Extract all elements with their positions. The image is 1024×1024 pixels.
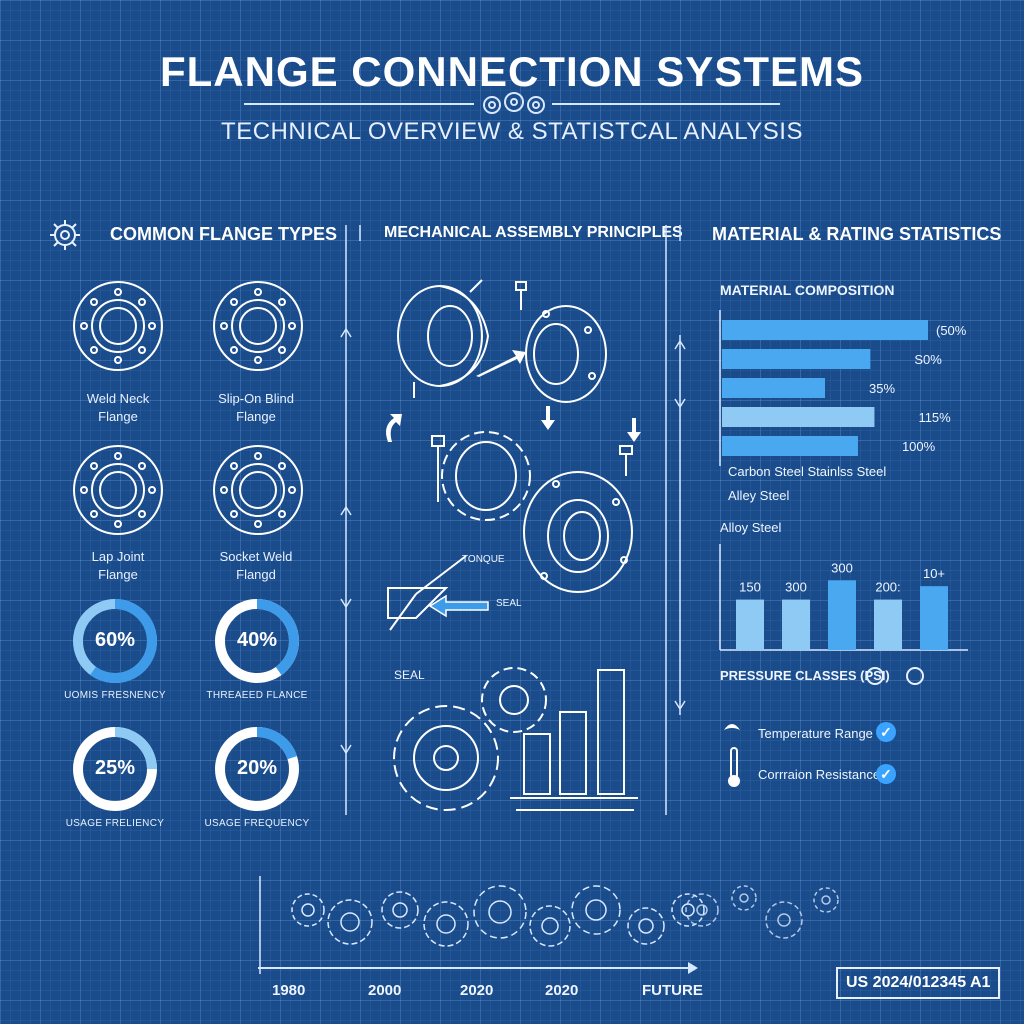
assembly-heading: MECHANICAL ASSEMBLY PRINCIPLES	[384, 224, 683, 241]
timeline-label: 2000	[368, 982, 402, 999]
title-divider-left	[244, 103, 474, 105]
lap-joint-flange-icon	[73, 445, 163, 535]
socket-weld-flange-icon	[213, 445, 303, 535]
material-legend-1: Carbon Steel Stainlss Steel	[728, 464, 887, 479]
material-bar-label: (50%	[936, 323, 967, 338]
toggle-icon	[866, 667, 884, 685]
pressure-bar	[874, 599, 902, 650]
pressure-bar	[736, 599, 764, 650]
page-subtitle: TECHNICAL OVERVIEW & STATISTCAL ANALYSIS	[221, 118, 803, 145]
gear-icon	[50, 220, 80, 250]
material-bar	[722, 407, 875, 427]
assembly-frame	[340, 225, 686, 815]
gasket-gear-icon	[441, 431, 531, 521]
flange-part-2	[525, 305, 607, 403]
material-bar	[722, 436, 858, 456]
feature-label: Temperature Range	[758, 726, 873, 741]
timeline-label: 2020	[460, 982, 494, 999]
usage-gauge-value: 60%	[94, 629, 136, 651]
timeline-label: 2020	[545, 982, 579, 999]
gears-ornament-icon	[483, 92, 545, 114]
material-bar	[722, 320, 928, 340]
pressure-caption: PRESSURE CLASSES (PSI)	[720, 668, 890, 683]
gears-icon	[393, 667, 547, 811]
usage-gauge-label: UOMIS FRESNENCY	[64, 690, 166, 701]
pressure-bar-label: 300	[785, 580, 807, 595]
title-divider-right	[552, 103, 780, 105]
check-icon: ✓	[876, 722, 896, 742]
pressure-bar-label: 150	[739, 580, 761, 595]
timeline-gears	[259, 876, 705, 974]
pressure-chart: 150 300 300 200: 10+	[719, 544, 968, 651]
flange-part-1	[397, 279, 490, 398]
thermometer-icon	[728, 747, 740, 787]
toggle-icon	[906, 667, 924, 685]
pressure-bar	[828, 580, 856, 650]
wrench-icon	[387, 555, 467, 631]
timeline-gears-right	[685, 885, 839, 939]
flange-part-3	[523, 471, 633, 593]
material-bar-label: 35%	[869, 381, 895, 396]
material-bar-label: 115%	[918, 410, 951, 425]
bar-sketch-icon	[510, 669, 638, 811]
usage-gauge-label: USAGE FREQUENCY	[204, 818, 310, 829]
material-bar-label: 100%	[902, 439, 936, 454]
bolt-icon	[431, 281, 633, 502]
timeline-arrow-icon	[688, 962, 698, 974]
patent-stamp: US 2024/012345 A1	[836, 967, 1001, 999]
assembly-illustration	[386, 279, 641, 811]
feature-label: Corrraion Resistance	[758, 767, 881, 782]
check-icon: ✓	[876, 764, 896, 784]
pressure-heading: Alloy Steel	[720, 520, 782, 535]
usage-gauge-value: 40%	[236, 629, 278, 651]
pressure-bar-label: 10+	[923, 566, 945, 581]
usage-gauge-value: 20%	[236, 757, 278, 779]
usage-gauge-value: 25%	[94, 757, 136, 779]
flange-diagrams	[73, 281, 303, 535]
page-title: FLANGE CONNECTION SYSTEMS	[159, 48, 865, 95]
timeline-label: FUTURE	[642, 982, 703, 999]
seal-label: SEAL	[394, 668, 425, 682]
usage-gauge-label: THREAEED FLANCE	[206, 690, 308, 701]
material-bar	[722, 378, 825, 398]
pressure-bar	[920, 586, 948, 650]
weld-neck-flange-icon	[73, 281, 163, 371]
torque-label: TONQUE	[462, 554, 505, 565]
material-legend-2: Alley Steel	[728, 488, 790, 503]
material-chart: (50% S0% 35% 115% 100%	[719, 310, 967, 466]
timeline-axis	[258, 967, 690, 969]
timeline-label: 1980	[272, 982, 306, 999]
pressure-bar-label: 200:	[875, 580, 900, 595]
pressure-bar-label: 300	[831, 560, 853, 575]
usage-gauge-4	[215, 727, 299, 811]
usage-gauge-2	[215, 599, 299, 683]
material-bar-label: S0%	[914, 352, 942, 367]
material-bar	[722, 349, 871, 369]
slip-on-flange-icon	[213, 281, 303, 371]
stats-heading: MATERIAL & RATING STATISTICS	[712, 224, 1002, 244]
flange-types-heading: COMMON FLANGE TYPES	[110, 224, 338, 244]
usage-gauge-label: USAGE FRELIENCY	[65, 818, 165, 829]
material-heading: MATERIAL COMPOSITION	[720, 282, 895, 298]
seal-arrow-label: SEAL	[496, 598, 522, 609]
usage-gauge-1	[73, 599, 157, 683]
pressure-bar	[782, 599, 810, 650]
usage-gauge-3	[73, 727, 157, 811]
flame-icon	[724, 724, 740, 730]
